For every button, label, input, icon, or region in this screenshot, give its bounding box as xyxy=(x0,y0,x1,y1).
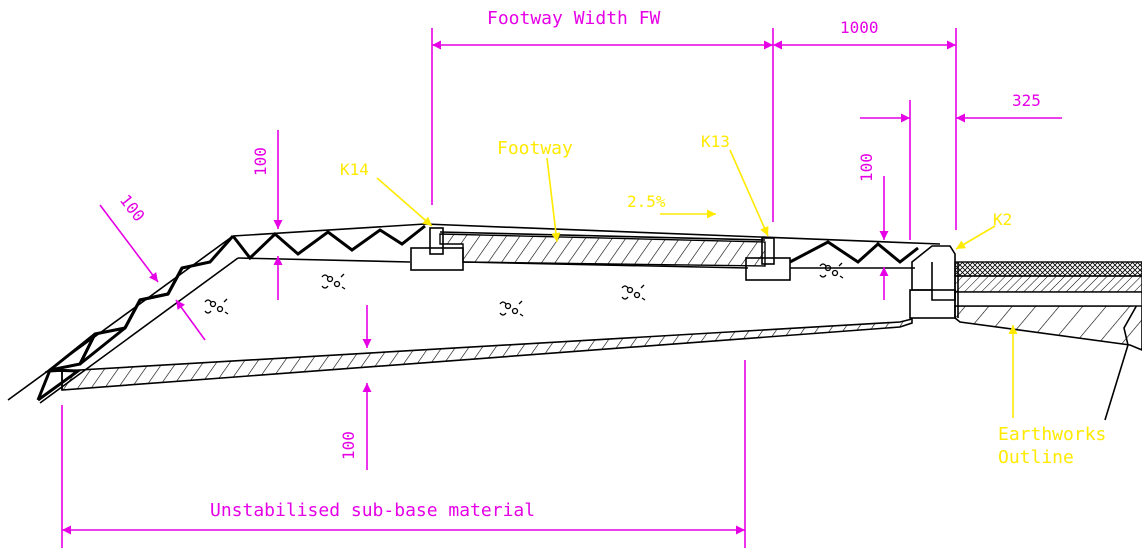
sub-base-band xyxy=(61,317,913,391)
aggregate-symbols xyxy=(204,262,844,317)
earthworks-label: Earthworks xyxy=(998,424,1106,445)
dimension-325-label: 325 xyxy=(1012,91,1041,110)
gradient-label: 2.5% xyxy=(627,192,666,211)
dimension-100-slope-label: 100 xyxy=(116,191,149,225)
footway-width-label: Footway Width FW xyxy=(487,8,661,29)
edging-kerb-k14 xyxy=(410,227,464,271)
topsoil-zigzag-top xyxy=(231,224,426,261)
annotation-leaders xyxy=(376,149,1018,418)
k14-label: K14 xyxy=(340,160,369,179)
k13-label: K13 xyxy=(701,132,730,151)
section-geometry xyxy=(7,223,1142,421)
dimension-100-right-label: 100 xyxy=(857,153,876,182)
dimension-1000-label: 1000 xyxy=(840,18,879,37)
kerb-k2 xyxy=(909,245,956,319)
edging-kerb-k13 xyxy=(745,237,791,281)
topsoil-zigzag-verge xyxy=(789,240,919,264)
outline-label: Outline xyxy=(998,447,1074,468)
road-surface-top xyxy=(954,261,1142,277)
k2-label: K2 xyxy=(993,210,1012,229)
sub-base-label: Unstabilised sub-base material xyxy=(210,500,535,521)
road-base-layer xyxy=(954,275,1142,293)
footway-label: Footway xyxy=(497,138,573,159)
dimension-100-bottom-label: 100 xyxy=(339,431,358,460)
dimension-lines xyxy=(61,28,1062,548)
dimension-100-top-left-label: 100 xyxy=(251,147,270,176)
